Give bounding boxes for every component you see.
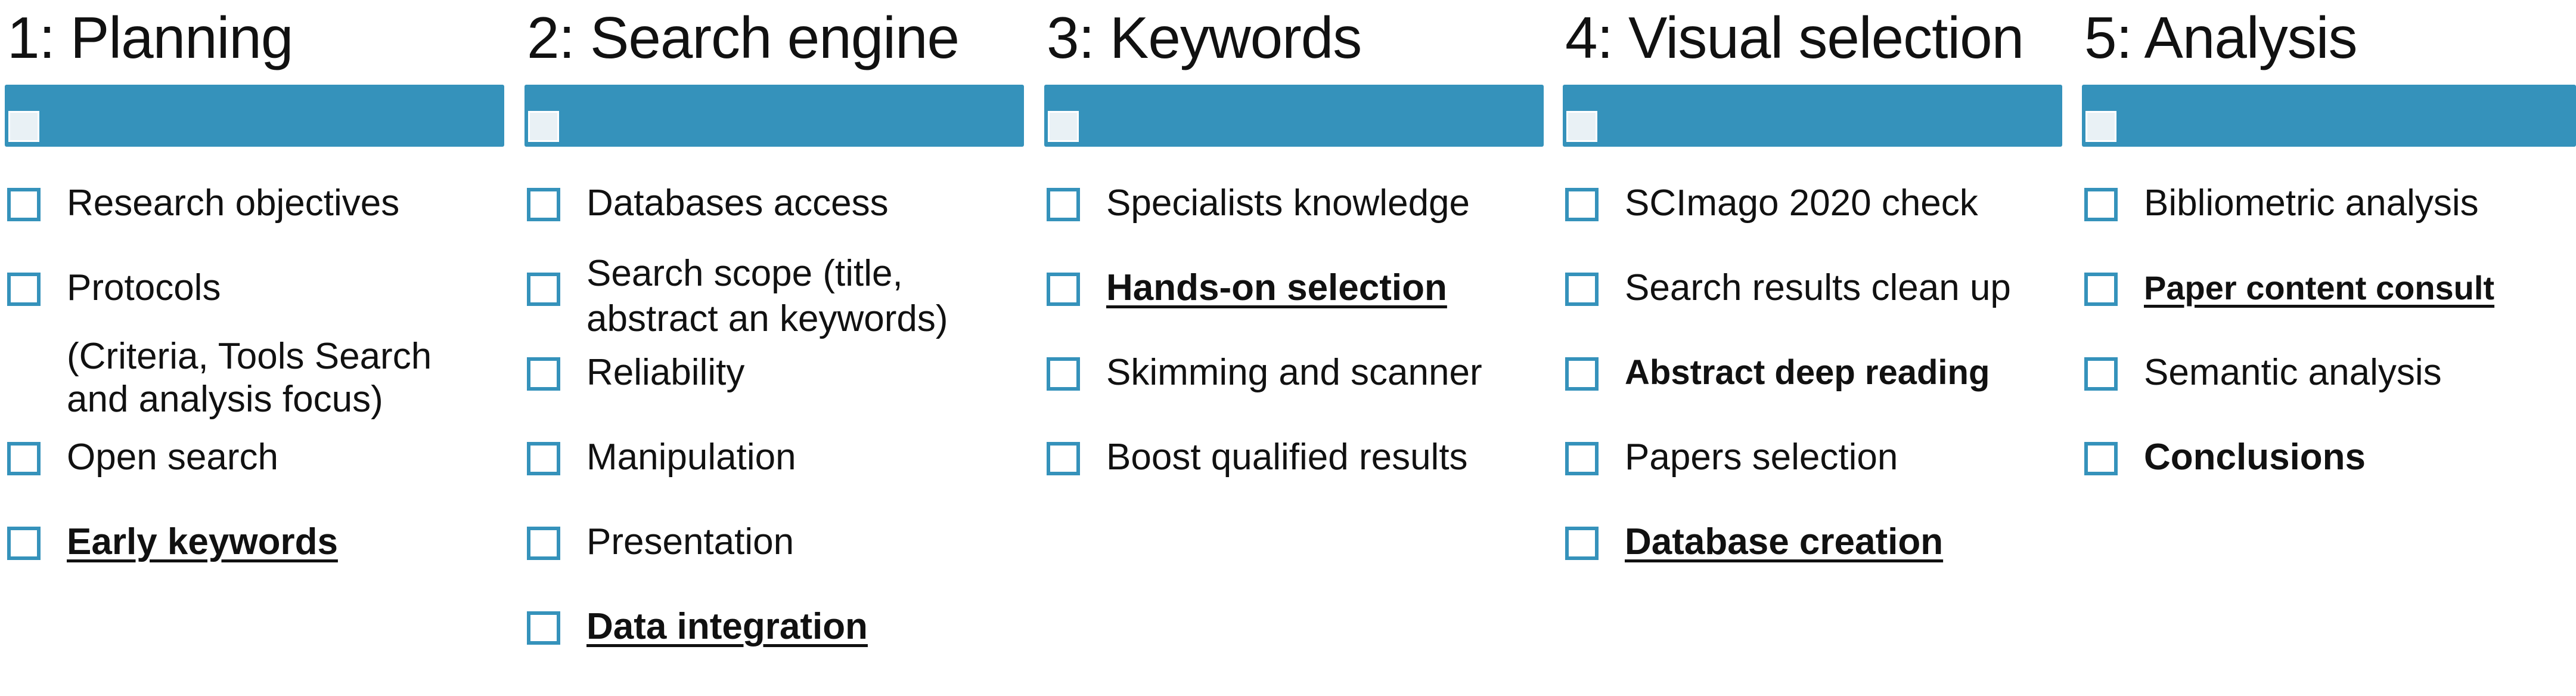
item-label: Research objectives xyxy=(67,182,400,224)
checklist-item[interactable]: Data integration xyxy=(524,606,1024,696)
checklist-item[interactable]: Conclusions xyxy=(2082,437,2576,527)
checkbox[interactable] xyxy=(527,527,560,560)
checkbox[interactable] xyxy=(1565,273,1599,306)
header-checkbox[interactable] xyxy=(1566,111,1597,142)
checkbox[interactable] xyxy=(527,611,560,645)
checklist-item[interactable]: Papers selection xyxy=(1563,437,2062,527)
checklist-item[interactable]: Specialists knowledge xyxy=(1044,182,1544,273)
item-label: Conclusions xyxy=(2144,437,2366,478)
column-header-bar xyxy=(1563,85,2062,147)
checkbox[interactable] xyxy=(2084,442,2118,475)
item-label: Presentation xyxy=(586,521,794,562)
checklist-item[interactable]: Database creation xyxy=(1563,521,2062,611)
checkbox[interactable] xyxy=(1047,357,1080,391)
column-keywords: 3: Keywords Specialists knowledge Hands-… xyxy=(1044,0,1544,478)
checklist-item[interactable]: Reliability xyxy=(524,352,1024,442)
checkbox[interactable] xyxy=(2084,188,2118,221)
column-title: 4: Visual selection xyxy=(1565,5,2024,70)
checkbox[interactable] xyxy=(2084,273,2118,306)
checkbox[interactable] xyxy=(1565,442,1599,475)
item-label: Open search xyxy=(67,437,278,478)
item-label: Search scope (title, abstract an keyword… xyxy=(586,253,948,339)
column-search-engine: 2: Search engine Databases access Search… xyxy=(524,0,1024,647)
header-checkbox[interactable] xyxy=(528,111,559,142)
item-label: Paper content consult xyxy=(2144,269,2495,307)
checklist-item[interactable]: Protocols xyxy=(5,267,504,357)
checkbox[interactable] xyxy=(7,273,41,306)
item-label: Manipulation xyxy=(586,437,796,478)
checkbox[interactable] xyxy=(527,442,560,475)
header-checkbox[interactable] xyxy=(8,111,39,142)
checkbox[interactable] xyxy=(1047,442,1080,475)
column-planning: 1: Planning Research objectives Protocol… xyxy=(5,0,504,562)
checkbox[interactable] xyxy=(1565,188,1599,221)
checklist-item[interactable]: Paper content consult xyxy=(2082,269,2576,357)
column-header-bar xyxy=(524,85,1024,147)
item-label: Semantic analysis xyxy=(2144,352,2442,393)
item-label: Protocols xyxy=(67,267,221,308)
item-label: Specialists knowledge xyxy=(1106,182,1470,224)
column-title: 2: Search engine xyxy=(527,5,960,70)
checkbox[interactable] xyxy=(2084,357,2118,391)
checkbox[interactable] xyxy=(1047,188,1080,221)
checkbox[interactable] xyxy=(527,188,560,221)
checkbox[interactable] xyxy=(1565,527,1599,560)
item-label: Search results clean up xyxy=(1625,267,2011,308)
column-title: 1: Planning xyxy=(7,5,293,70)
checkbox[interactable] xyxy=(1565,357,1599,391)
checklist-item[interactable]: Skimming and scanner xyxy=(1044,352,1544,442)
checklist-item[interactable]: Abstract deep reading xyxy=(1563,353,2062,442)
checklist-item[interactable]: Early keywords xyxy=(5,521,504,611)
checkbox[interactable] xyxy=(1047,273,1080,306)
checklist-item[interactable]: Manipulation xyxy=(524,437,1024,527)
checklist-item[interactable]: Search results clean up xyxy=(1563,267,2062,357)
checkbox[interactable] xyxy=(527,357,560,391)
column-analysis: 5: Analysis Bibliometric analysis Paper … xyxy=(2082,0,2576,478)
checkbox[interactable] xyxy=(527,273,560,306)
column-visual-selection: 4: Visual selection SCImago 2020 check S… xyxy=(1563,0,2062,562)
checklist-item[interactable]: Research objectives xyxy=(5,182,504,273)
item-label: Databases access xyxy=(586,182,889,224)
item-label: Data integration xyxy=(586,606,868,647)
checkbox[interactable] xyxy=(7,442,41,475)
item-label: Database creation xyxy=(1625,521,1944,562)
item-label: Bibliometric analysis xyxy=(2144,182,2479,224)
item-label: Abstract deep reading xyxy=(1625,353,1990,392)
checkbox[interactable] xyxy=(7,188,41,221)
checklist-item[interactable]: Presentation xyxy=(524,521,1024,611)
column-title: 5: Analysis xyxy=(2084,5,2357,70)
header-checkbox[interactable] xyxy=(2085,111,2116,142)
checklist-item[interactable]: Boost qualified results xyxy=(1044,437,1544,527)
item-label: Boost qualified results xyxy=(1106,437,1468,478)
item-label: Reliability xyxy=(586,352,745,393)
checkbox[interactable] xyxy=(7,527,41,560)
column-header-bar xyxy=(1044,85,1544,147)
checklist-item[interactable]: Bibliometric analysis xyxy=(2082,182,2576,273)
checklist-item[interactable]: SCImago 2020 check xyxy=(1563,182,2062,273)
item-label: Skimming and scanner xyxy=(1106,352,1482,393)
column-header-bar xyxy=(2082,85,2576,147)
protocols-note-line-1: (Criteria, Tools Search xyxy=(67,336,432,377)
checklist-item[interactable]: Semantic analysis xyxy=(2082,352,2576,442)
column-title: 3: Keywords xyxy=(1047,5,1362,70)
checklist-item[interactable]: Hands-on selection xyxy=(1044,267,1544,357)
protocols-note-line-2: and analysis focus) xyxy=(67,379,383,420)
checklist-item[interactable]: Open search xyxy=(5,437,504,527)
item-label: Early keywords xyxy=(67,521,338,562)
checklist-item[interactable]: Search scope (title, abstract an keyword… xyxy=(524,253,1024,357)
item-label: Hands-on selection xyxy=(1106,267,1447,308)
header-checkbox[interactable] xyxy=(1048,111,1079,142)
column-header-bar xyxy=(5,85,504,147)
item-label: Papers selection xyxy=(1625,437,1898,478)
item-label: SCImago 2020 check xyxy=(1625,182,1978,224)
checklist-item[interactable]: Databases access xyxy=(524,182,1024,273)
